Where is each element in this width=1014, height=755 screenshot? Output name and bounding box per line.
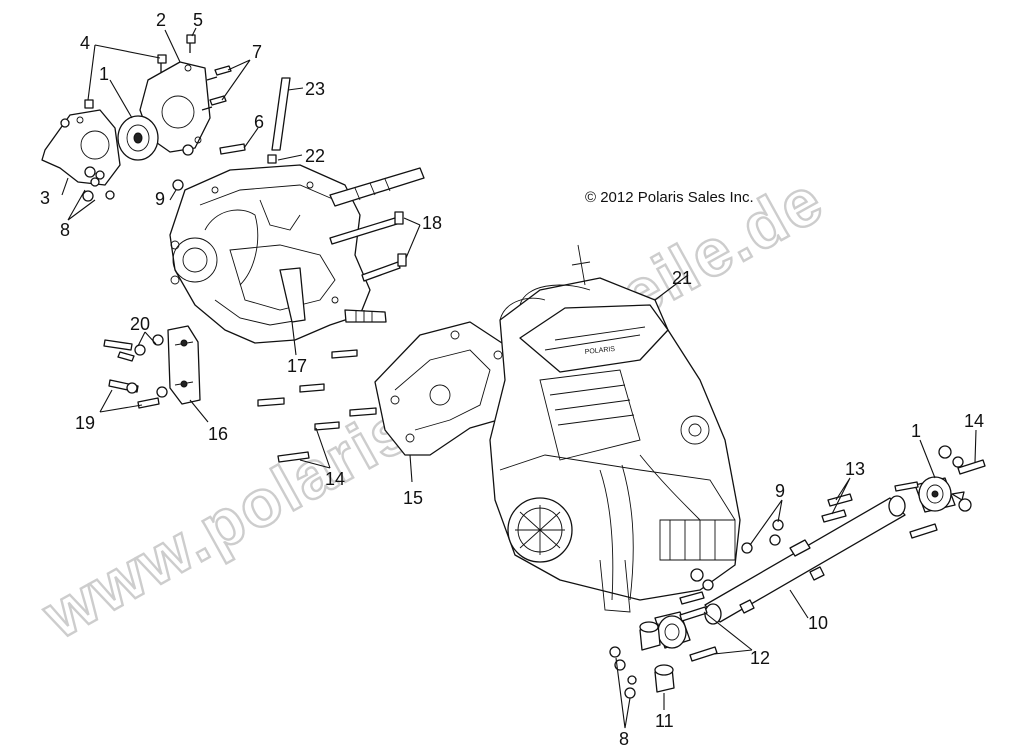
callout-12: 12: [750, 648, 770, 668]
callout-8-lower: 8: [619, 729, 629, 749]
bracket-bolts: [257, 349, 377, 463]
callout-17: 17: [287, 356, 307, 376]
callout-16: 16: [208, 424, 228, 444]
frame-tube: [704, 495, 906, 625]
callout-14-right: 14: [964, 411, 984, 431]
callout-23: 23: [305, 79, 325, 99]
engine-mount-bracket: [374, 321, 511, 456]
fasteners-right: [741, 445, 986, 554]
callout-9-upper: 9: [155, 189, 165, 209]
transmission-assembly: [169, 164, 425, 344]
engine-mount-lower: [654, 606, 718, 662]
engine-mount-upper: [117, 115, 159, 161]
callout-15: 15: [403, 488, 423, 508]
pin-and-stud: [267, 77, 291, 164]
callout-3: 3: [40, 188, 50, 208]
mount-bracket-lower: [41, 109, 121, 186]
callout-14-left: 14: [325, 469, 345, 489]
callout-20: 20: [130, 314, 150, 334]
spacers: [609, 621, 675, 699]
callout-2: 2: [156, 10, 166, 30]
long-bolts: [329, 211, 407, 282]
callout-9-lower: 9: [775, 481, 785, 501]
fasteners-below-engine: [679, 568, 714, 605]
block-fasteners: [103, 334, 168, 409]
callout-7: 7: [252, 42, 262, 62]
callout-1-upper: 1: [99, 64, 109, 84]
callout-13: 13: [845, 459, 865, 479]
leader-lines: [61, 27, 977, 729]
callout-6: 6: [254, 112, 264, 132]
engine-brand-text: POLARIS: [584, 346, 615, 356]
mount-block: [167, 325, 201, 405]
callout-22: 22: [305, 146, 325, 166]
callout-labels: 1 2 3 4 5 6 7 8 9 23 22 18 21 20 19 16 1…: [40, 10, 984, 749]
callout-10: 10: [808, 613, 828, 633]
callout-19: 19: [75, 413, 95, 433]
callout-8-upper: 8: [60, 220, 70, 240]
callout-18: 18: [422, 213, 442, 233]
callout-1-right: 1: [911, 421, 921, 441]
callout-4: 4: [80, 33, 90, 53]
callout-11: 11: [655, 711, 674, 731]
callout-21: 21: [672, 268, 692, 288]
fasteners-upper-left: [60, 34, 246, 202]
callout-5: 5: [193, 10, 203, 30]
engine-assembly: POLARIS: [489, 244, 741, 613]
copyright-notice: © 2012 Polaris Sales Inc.: [585, 189, 754, 206]
